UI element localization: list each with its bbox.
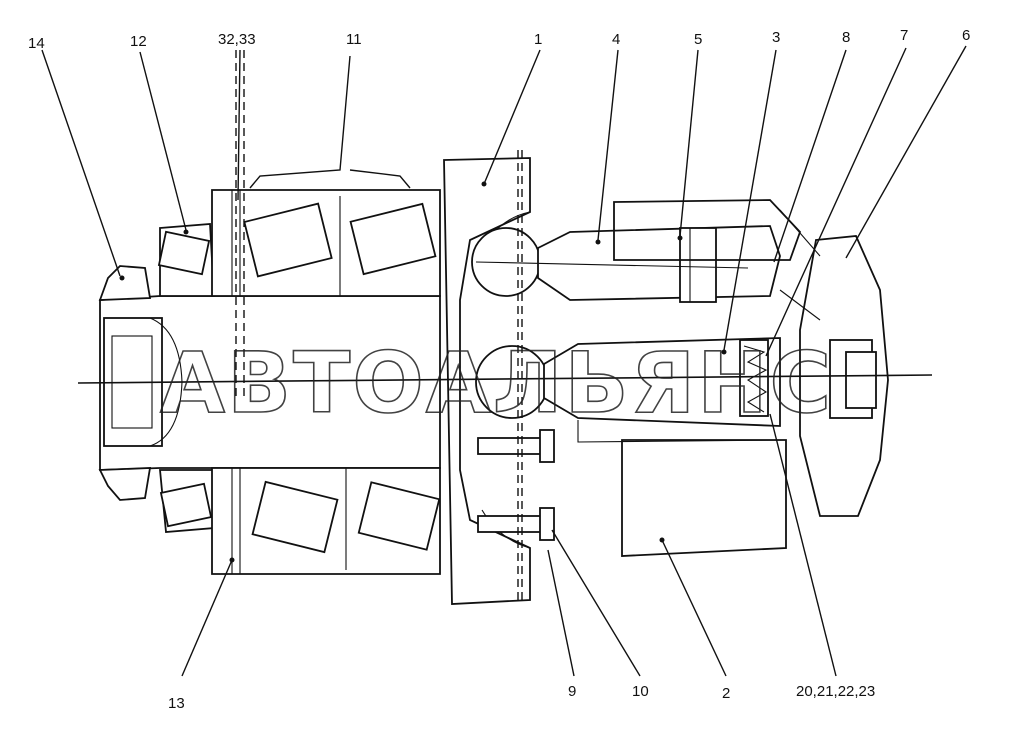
label-13: 13 bbox=[168, 695, 185, 712]
watermark-text: АВТОАЛЬЯНС bbox=[160, 334, 833, 432]
label-4: 4 bbox=[612, 31, 620, 48]
small-bearing bbox=[157, 223, 215, 533]
label-3: 3 bbox=[772, 29, 780, 46]
label-7: 7 bbox=[900, 27, 908, 44]
label-8: 8 bbox=[842, 29, 850, 46]
label-32-33: 32,33 bbox=[218, 31, 256, 48]
center-lines bbox=[77, 50, 933, 600]
label-5: 5 bbox=[694, 31, 702, 48]
label-2: 2 bbox=[722, 685, 730, 702]
callout-labels: 14 12 32,33 11 1 4 5 3 8 7 6 13 9 10 2 2… bbox=[28, 27, 970, 712]
label-12: 12 bbox=[130, 33, 147, 50]
label-20-21-22-23: 20,21,22,23 bbox=[796, 683, 875, 700]
leader-lines bbox=[41, 45, 967, 677]
label-9: 9 bbox=[568, 683, 576, 700]
label-14: 14 bbox=[28, 35, 45, 52]
ball-joint-links bbox=[471, 199, 802, 427]
label-1: 1 bbox=[534, 31, 542, 48]
label-10: 10 bbox=[632, 683, 649, 700]
label-11: 11 bbox=[346, 31, 362, 48]
flange-bolts bbox=[477, 429, 555, 541]
tapered-roller-bearings bbox=[211, 189, 441, 575]
label-6: 6 bbox=[962, 27, 970, 44]
housing-block bbox=[577, 420, 787, 557]
leader-dots bbox=[119, 181, 727, 563]
